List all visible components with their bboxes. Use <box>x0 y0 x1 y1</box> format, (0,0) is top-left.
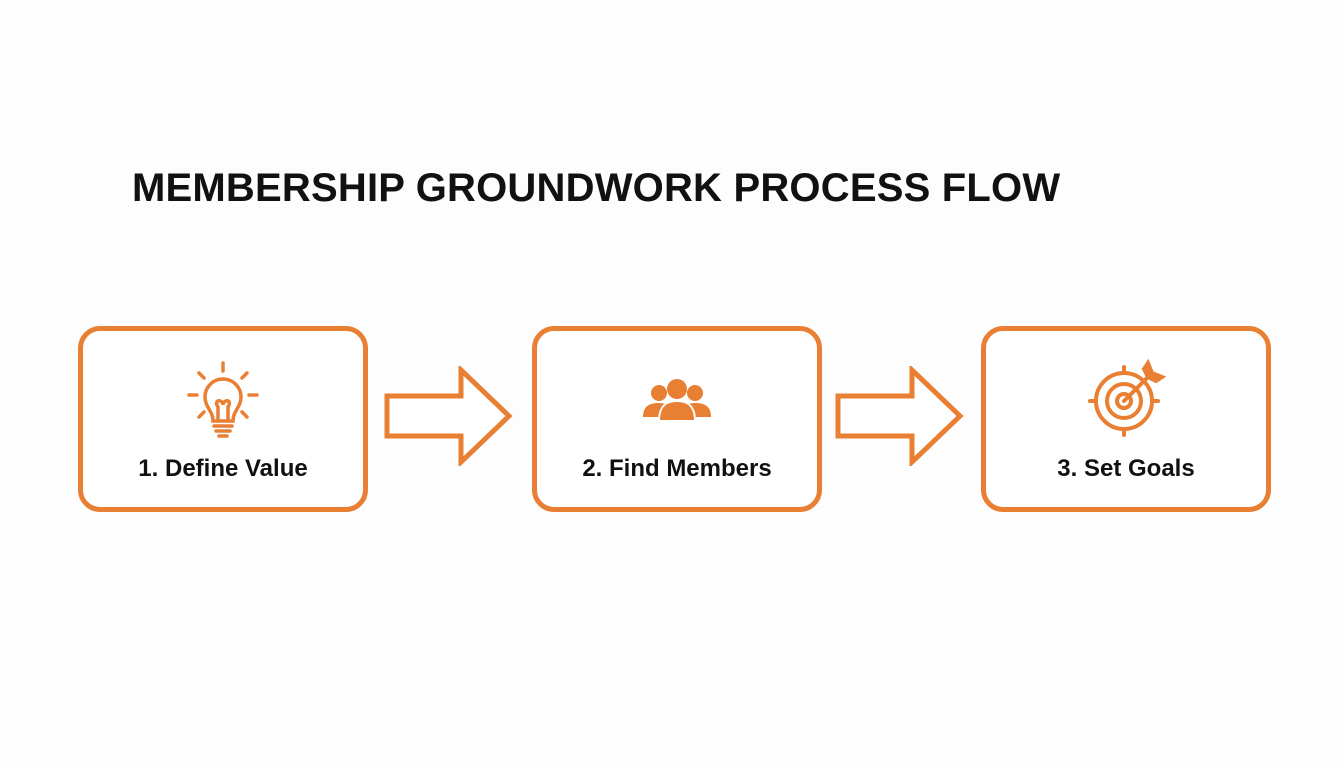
arrow-right-icon <box>835 366 964 466</box>
step-set-goals: 3. Set Goals <box>981 326 1271 512</box>
step-label: 1. Define Value <box>138 455 308 482</box>
step-label: 2. Find Members <box>582 455 772 482</box>
group-icon <box>643 379 711 422</box>
page-title: MEMBERSHIP GROUNDWORK PROCESS FLOW <box>132 166 1061 210</box>
step-find-members: 2. Find Members <box>532 326 822 512</box>
arrow-right-icon <box>384 366 513 466</box>
target-icon <box>1088 359 1166 437</box>
step-label: 3. Set Goals <box>1057 455 1195 482</box>
lightbulb-icon <box>187 361 259 438</box>
step-define-value: 1. Define Value <box>78 326 368 512</box>
